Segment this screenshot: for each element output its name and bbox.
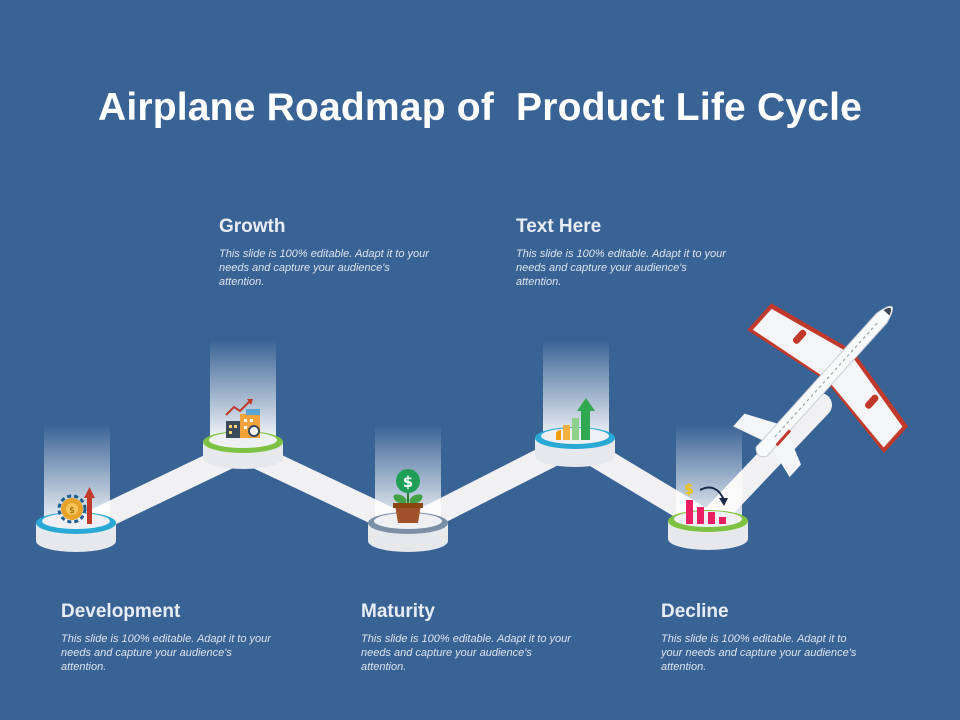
page-title: Airplane Roadmap of Product Life Cycle [97, 86, 863, 129]
stage-heading: Maturity [361, 601, 435, 622]
stage-maturity-text: Maturity This slide is 100% editable. Ad… [361, 601, 576, 674]
svg-text:$: $ [684, 482, 694, 498]
stage-description: This slide is 100% editable. Adapt it to… [361, 633, 571, 673]
airplane-icon [733, 303, 909, 478]
stage-description: This slide is 100% editable. Adapt it to… [61, 633, 271, 673]
beam-decline [676, 425, 742, 525]
bar-chart-up-icon [556, 398, 595, 440]
stage-growth-text: Growth This slide is 100% editable. Adap… [219, 216, 434, 289]
stage-heading: Text Here [516, 216, 602, 237]
gear-dollar-growth-icon: $ [57, 487, 95, 524]
stage-heading: Development [61, 601, 181, 622]
stage-description: This slide is 100% editable. Adapt it to… [661, 633, 857, 673]
pedestal-development [36, 512, 116, 552]
stage-development-text: Development This slide is 100% editable.… [61, 601, 276, 674]
bar-chart-down-icon: $ [684, 482, 728, 524]
stage-heading: Growth [219, 216, 286, 237]
svg-text:$: $ [403, 473, 413, 491]
stage-description: This slide is 100% editable. Adapt it to… [219, 248, 429, 288]
stage-text-here-text: Text Here This slide is 100% editable. A… [516, 216, 731, 289]
svg-text:$: $ [69, 506, 75, 516]
stage-description: This slide is 100% editable. Adapt it to… [516, 248, 726, 288]
stage-decline-text: Decline This slide is 100% editable. Ada… [661, 601, 861, 674]
money-plant-icon: $ [393, 469, 423, 523]
building-chart-icon [225, 399, 260, 438]
stage-heading: Decline [661, 601, 729, 622]
